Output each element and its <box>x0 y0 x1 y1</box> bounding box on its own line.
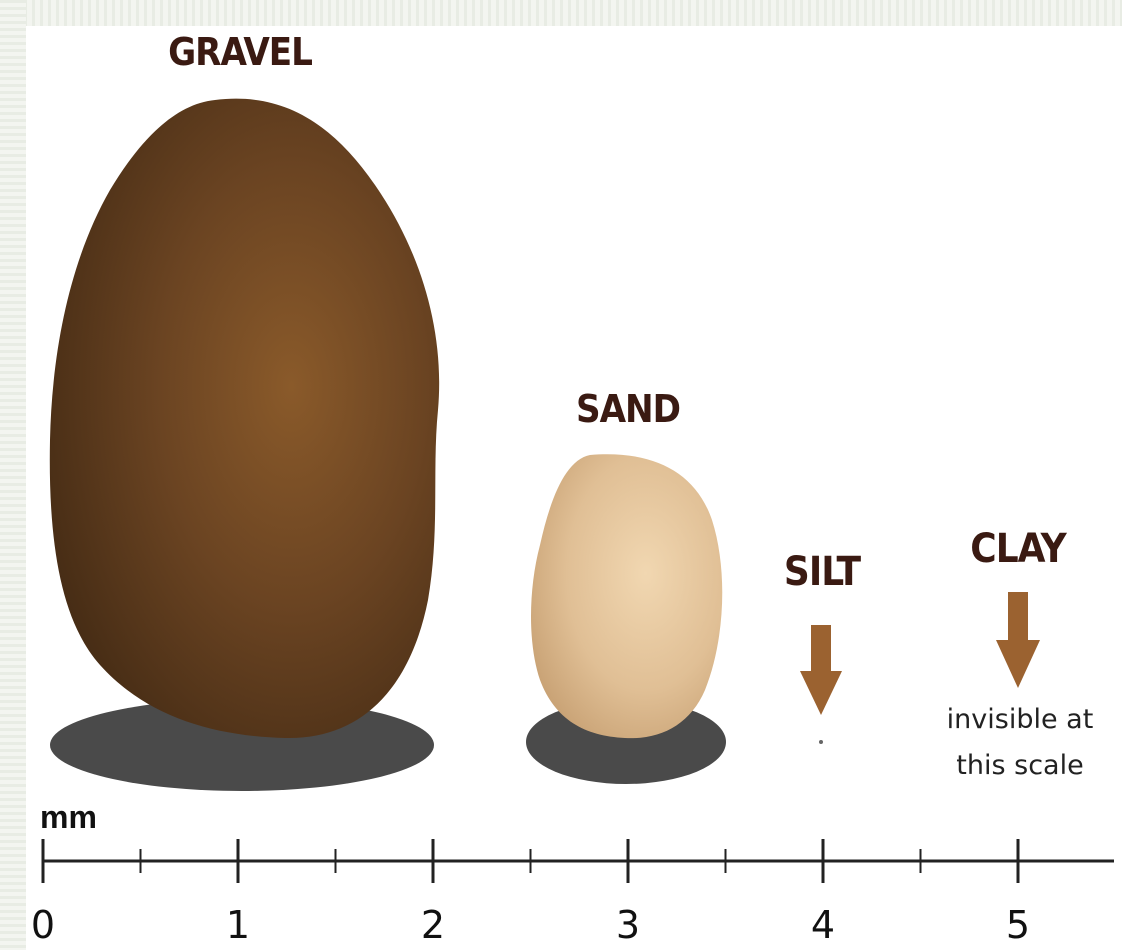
gravel-label: GRAVEL <box>168 30 312 74</box>
scale-tick-label: 4 <box>811 903 835 947</box>
scale-tick-label: 0 <box>31 903 55 947</box>
scale-tick-label: 3 <box>616 903 640 947</box>
scale-tick-label: 5 <box>1006 903 1030 947</box>
scale-tick-label: 2 <box>421 903 445 947</box>
gravel-particle <box>50 99 439 738</box>
silt-particle <box>819 740 823 744</box>
clay-label: CLAY <box>970 526 1067 572</box>
sand-label: SAND <box>576 387 680 431</box>
scale-unit-label: mm <box>40 799 97 835</box>
sand-particle <box>531 454 722 738</box>
clay-note-line-1: invisible at <box>947 704 1094 735</box>
scale-tick-label: 1 <box>226 903 250 947</box>
clay-note-line-2: this scale <box>956 750 1083 781</box>
silt-label: SILT <box>784 549 862 595</box>
